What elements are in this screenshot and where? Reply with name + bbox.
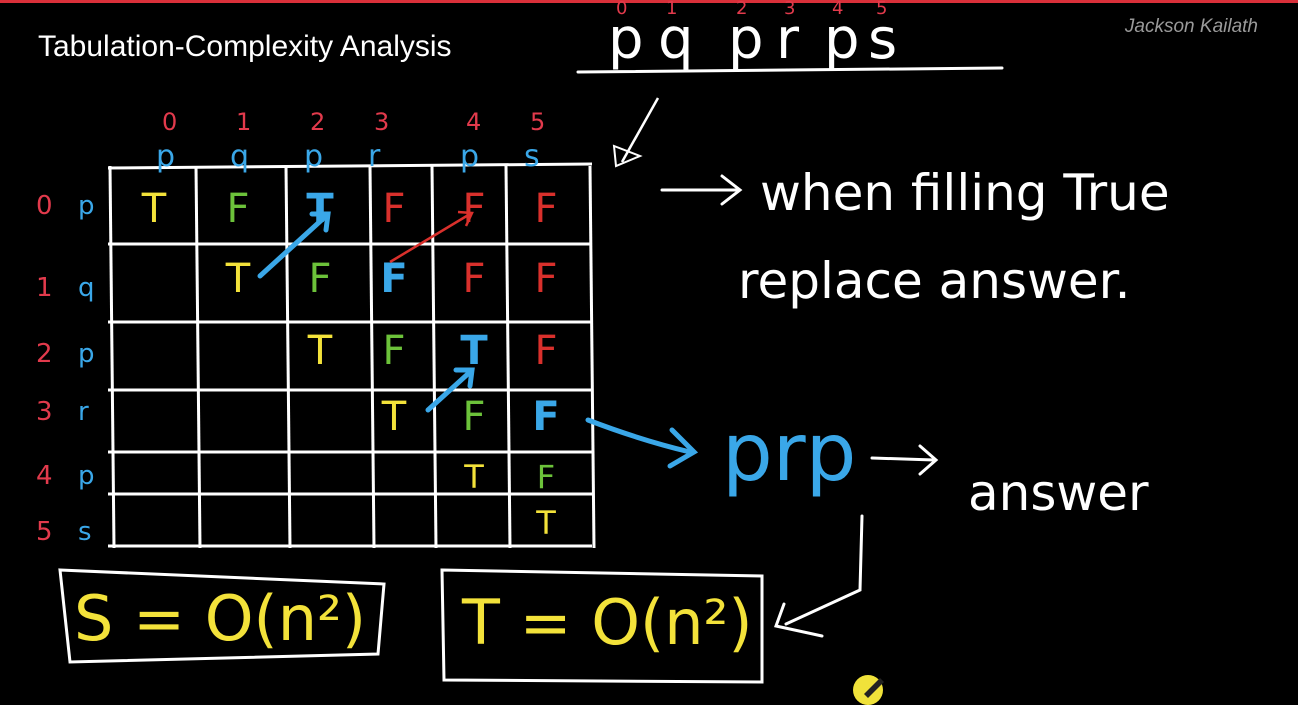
header-index: 2 xyxy=(736,0,747,19)
column-char: r xyxy=(368,139,381,174)
dp-cell: F xyxy=(534,256,557,302)
grid-col-line xyxy=(194,165,202,549)
dp-cell: F xyxy=(462,256,485,302)
time-complexity: T = O(n²) xyxy=(461,586,753,659)
header-index: 4 xyxy=(832,0,843,19)
red-arrow xyxy=(389,210,474,264)
column-char: p xyxy=(304,139,323,174)
header-char: r xyxy=(776,7,800,72)
dp-cell: T xyxy=(307,328,333,374)
dp-cell: T xyxy=(141,186,167,232)
header-index: 5 xyxy=(876,0,887,19)
row-index: 5 xyxy=(36,517,53,547)
result-substring: prp xyxy=(722,406,856,499)
top-border xyxy=(0,0,1298,3)
dp-cell: F xyxy=(532,394,559,440)
space-complexity: S = O(n²) xyxy=(74,582,366,655)
dp-cell: T xyxy=(535,504,556,542)
row-char: p xyxy=(78,339,95,369)
dp-cell: F xyxy=(537,458,555,496)
diag-arrow-1 xyxy=(257,213,329,279)
note-line-2: replace answer. xyxy=(738,252,1131,310)
column-labels: 0 p 1 q 2 p 3 r 4 p 5 s xyxy=(156,108,545,174)
column-index: 1 xyxy=(236,108,251,136)
dp-table xyxy=(107,162,596,549)
space-box: S = O(n²) xyxy=(58,568,386,664)
header-char: p xyxy=(608,7,644,72)
dp-cell: T xyxy=(306,186,334,232)
row-index: 2 xyxy=(36,339,53,369)
row-char: r xyxy=(78,397,89,427)
diag-arrow-2 xyxy=(425,369,473,413)
grid-row-line xyxy=(107,162,593,170)
column-index: 3 xyxy=(374,108,389,136)
watermark: Jackson Kailath xyxy=(1124,16,1258,37)
diag-arrow-2-head xyxy=(453,367,475,389)
down-arrow-line xyxy=(620,97,660,163)
dp-cell: F xyxy=(382,186,405,232)
dp-cell: T xyxy=(381,394,407,440)
column-index: 0 xyxy=(162,108,177,136)
slide-title: Tabulation-Complexity Analysis xyxy=(38,30,452,63)
diag-arrow-1-head xyxy=(309,211,331,233)
header-index: 0 xyxy=(616,0,627,19)
grid-col-line xyxy=(368,165,376,549)
pen-cursor-icon xyxy=(853,675,884,705)
column-char: p xyxy=(460,139,479,174)
column-index: 4 xyxy=(466,108,481,136)
column-index: 5 xyxy=(530,108,545,136)
row-index: 4 xyxy=(36,461,53,491)
dp-cell: T xyxy=(460,328,488,374)
column-char: s xyxy=(524,139,540,174)
curve-arrow xyxy=(774,514,864,638)
row-index: 0 xyxy=(36,191,53,221)
dp-cell: F xyxy=(534,328,557,374)
dp-cell: F xyxy=(226,186,249,232)
dp-cell: T xyxy=(463,458,484,496)
note-line-1: when filling True xyxy=(760,164,1170,222)
answer-label: answer xyxy=(968,464,1149,522)
grid-col-line xyxy=(504,165,512,549)
header-index: 1 xyxy=(666,0,677,19)
down-arrow-head xyxy=(612,144,643,168)
column-char: p xyxy=(156,139,175,174)
grid-col-line xyxy=(430,165,438,549)
diagonal-arrows xyxy=(257,211,475,413)
result-arrow xyxy=(585,417,699,469)
column-index: 2 xyxy=(310,108,325,136)
time-box: T = O(n²) xyxy=(440,568,764,684)
row-index: 1 xyxy=(36,273,53,303)
answer-arrow xyxy=(870,444,939,476)
header-char: s xyxy=(868,7,897,72)
header-char: q xyxy=(658,7,694,72)
grid-col-line xyxy=(588,165,596,549)
row-char: p xyxy=(78,461,95,491)
grid-col-line xyxy=(284,165,292,549)
header-index: 3 xyxy=(784,0,795,19)
dp-cell: F xyxy=(534,186,557,232)
string-underline xyxy=(576,66,1004,74)
row-char: p xyxy=(78,191,95,221)
row-index: 3 xyxy=(36,397,53,427)
row-char: s xyxy=(78,517,92,547)
grid-col-line xyxy=(108,165,116,549)
dp-cell: F xyxy=(462,394,485,440)
header-char: p xyxy=(728,7,764,72)
dp-cell: T xyxy=(225,256,251,302)
dp-cell: F xyxy=(308,256,331,302)
dp-cell: F xyxy=(382,328,405,374)
column-char: q xyxy=(230,139,249,174)
row-char: q xyxy=(78,273,95,303)
dp-cell: F xyxy=(380,256,407,302)
header-char: p xyxy=(824,7,860,72)
note-arrow-1 xyxy=(660,174,743,206)
